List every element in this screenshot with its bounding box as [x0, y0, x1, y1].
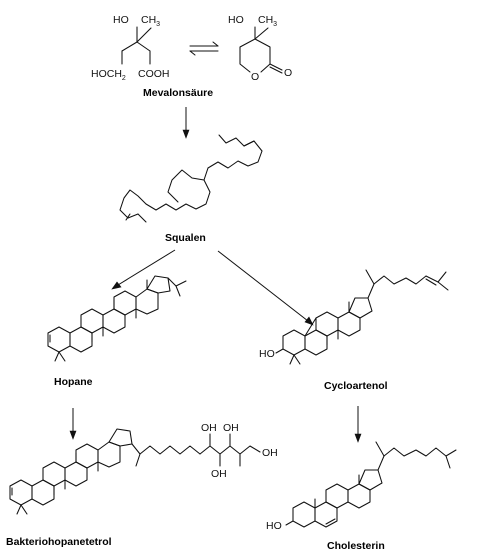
mevalonic-open-carboxyl-label: COOH	[138, 68, 170, 80]
bht-hydroxyl-1-label: OH	[201, 422, 217, 434]
mevalonic-open-methyl-label: CH3	[141, 14, 160, 28]
arrow-cycloartenol-to-cholesterol	[354, 406, 362, 443]
squalene-structure	[119, 134, 263, 223]
cycloartenol-hydroxyl-label: HO	[259, 348, 275, 360]
squalene-label: Squalen	[165, 232, 206, 244]
bht-hydroxyl-3-label: OH	[223, 422, 239, 434]
bht-hydroxyl-4-label: OH	[262, 447, 278, 459]
arrow-squalene-to-cycloartenol	[217, 250, 314, 326]
mevalonic-acid-open-structure	[121, 26, 152, 65]
hopane-label: Hopane	[54, 376, 93, 388]
hopane-structure	[47, 275, 187, 362]
arrow-mevalonate-to-squalene	[182, 107, 190, 139]
cholesterol-structure	[285, 441, 457, 528]
mevalonic-acid-label: Mevalonsäure	[143, 87, 213, 99]
lactone-ring-oxygen-label: O	[251, 71, 259, 83]
bacteriohopanetetrol-structure	[9, 428, 261, 515]
mevalonolactone-structure	[239, 26, 283, 74]
mevalonic-open-hydroxymethyl-label: HOCH2	[91, 68, 126, 82]
arrow-squalene-to-hopane	[111, 249, 176, 290]
cholesterol-hydroxyl-label: HO	[266, 520, 282, 532]
lactone-methyl-label: CH3	[258, 14, 277, 28]
bht-hydroxyl-2-label: OH	[211, 468, 227, 480]
arrow-hopane-to-bacteriohopanetetrol	[69, 408, 77, 440]
lactone-carbonyl-oxygen-label: O	[284, 67, 292, 79]
cholesterol-label: Cholesterin	[327, 540, 385, 552]
bacteriohopanetetrol-label: Bakteriohopanetetrol	[6, 536, 112, 548]
cycloartenol-structure	[275, 269, 449, 365]
cycloartenol-label: Cycloartenol	[324, 380, 388, 392]
lactone-hydroxyl-label: HO	[228, 14, 244, 26]
equilibrium-arrows	[189, 41, 219, 56]
mevalonic-open-hydroxyl-label: HO	[113, 14, 129, 26]
